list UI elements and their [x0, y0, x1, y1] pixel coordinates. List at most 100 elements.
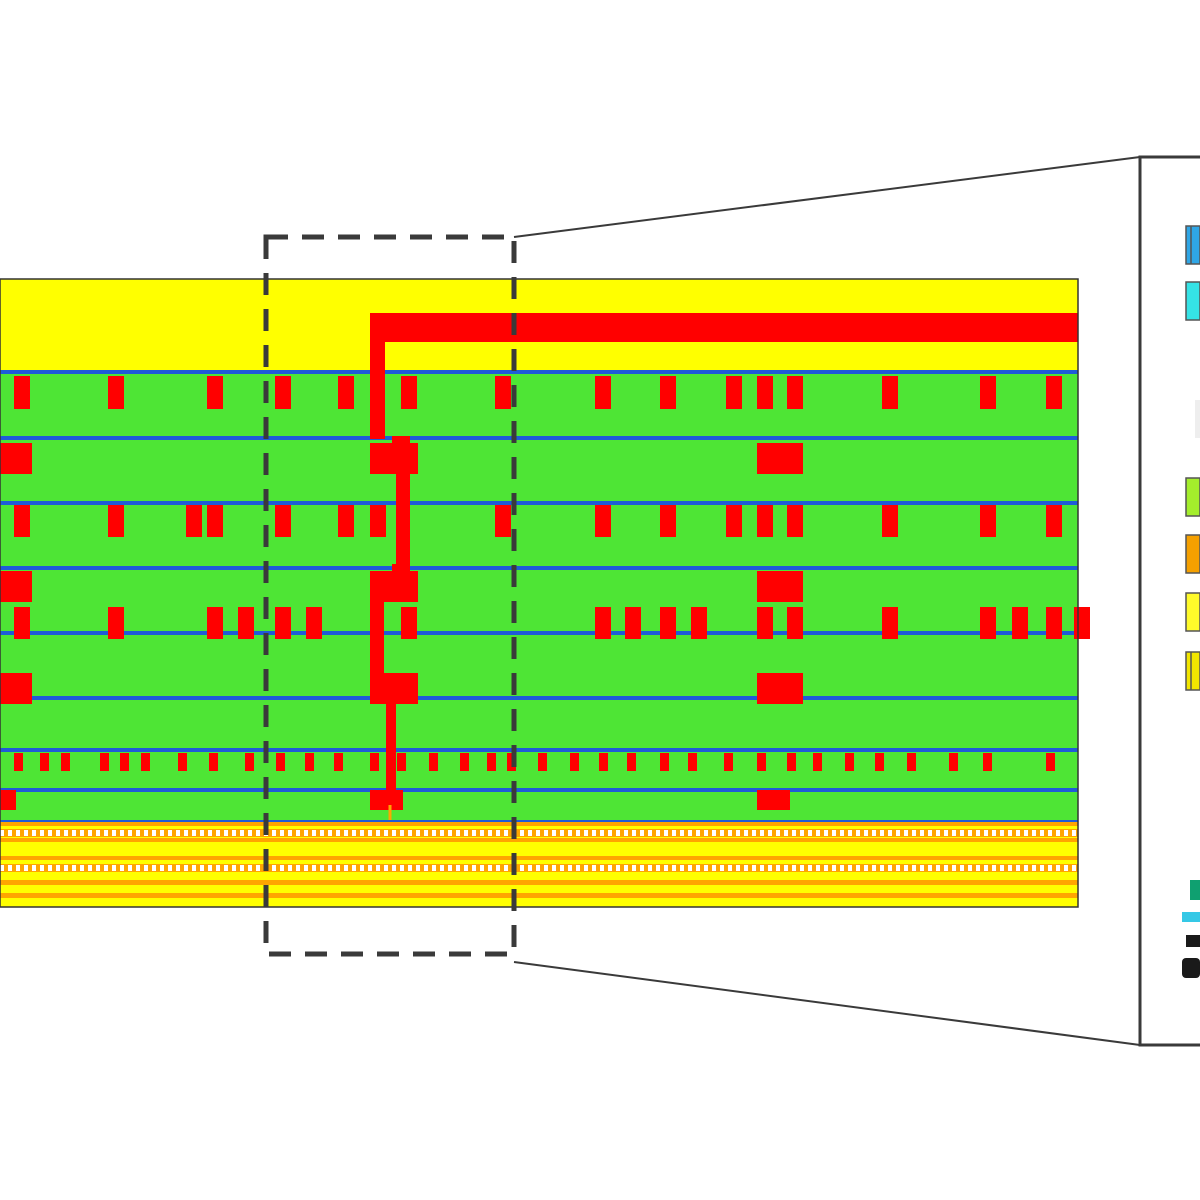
trace-pad — [334, 753, 343, 771]
trace-pad — [207, 376, 223, 409]
trace-pad — [487, 753, 496, 771]
zoom-selection-box — [263, 234, 517, 957]
trace-pad — [14, 753, 23, 771]
trace-pad — [306, 607, 322, 639]
trace-pad — [882, 376, 898, 409]
orange-swatch-icon — [1185, 534, 1200, 574]
trace-pad — [595, 376, 611, 409]
trace-pad — [787, 376, 803, 409]
trace-pad-large — [0, 571, 32, 602]
trace-pad — [1046, 753, 1055, 771]
trace-pad — [757, 505, 773, 537]
layout-border — [0, 278, 1079, 908]
trace-pad — [595, 505, 611, 537]
trace-pad — [813, 753, 822, 771]
trace-pad-large — [0, 790, 16, 810]
trace-pad — [178, 753, 187, 771]
trace-pad — [460, 753, 469, 771]
trace-pad — [338, 505, 354, 537]
trace-pad — [724, 753, 733, 771]
cell-row — [0, 568, 1078, 633]
zoom-ray-top — [513, 156, 1141, 238]
row-separator — [0, 370, 1078, 374]
trace-pad — [1012, 607, 1028, 639]
trace-pad — [845, 753, 854, 771]
trace-pad — [660, 376, 676, 409]
trace-pad — [275, 607, 291, 639]
trace-pad — [595, 607, 611, 639]
trace-pad — [882, 505, 898, 537]
trace-pad — [1046, 376, 1062, 409]
trace-pad — [757, 607, 773, 639]
trace-pad — [599, 753, 608, 771]
trace-pad — [726, 505, 742, 537]
row-separator — [0, 631, 1078, 635]
trace-pad — [276, 753, 285, 771]
trace-pad — [14, 376, 30, 409]
trace-pad — [14, 505, 30, 537]
row-separator — [0, 788, 1078, 792]
cell-row — [0, 633, 1078, 698]
cell-row — [0, 370, 1078, 438]
trace-pad — [907, 753, 916, 771]
cyan-swatch-icon — [1185, 281, 1200, 321]
trace-pad — [401, 376, 417, 409]
zoom-callout — [263, 156, 1141, 1046]
trace-pad — [209, 753, 218, 771]
trace-pad — [338, 376, 354, 409]
trace-pad — [627, 753, 636, 771]
blue-swatch-icon — [1185, 225, 1200, 265]
cell-row — [0, 698, 1078, 750]
trace-pad — [275, 505, 291, 537]
trace-pad — [108, 505, 124, 537]
trace-pad — [40, 753, 49, 771]
trace-pad — [570, 753, 579, 771]
trace-pad — [401, 607, 417, 639]
trace-pad — [429, 753, 438, 771]
bus-stripe — [0, 880, 1078, 885]
trace-pad — [660, 753, 669, 771]
trace-pad — [207, 607, 223, 639]
bus-stripe — [0, 856, 1078, 860]
cyan-swatch-icon — [1182, 912, 1200, 922]
row-separator — [0, 748, 1078, 752]
layout-panel — [0, 278, 1090, 908]
trace-pad-large — [757, 571, 803, 602]
trace-pad-large — [757, 443, 803, 474]
cell-row — [0, 438, 1078, 503]
trace-pad — [787, 753, 796, 771]
trace-pad — [397, 753, 406, 771]
trace-pad-large — [0, 673, 32, 704]
trace-pad — [660, 607, 676, 639]
trace-pad — [61, 753, 70, 771]
cell-rows — [0, 370, 1078, 820]
lime-swatch-icon — [1185, 477, 1200, 517]
trace-pad — [625, 607, 641, 639]
black-swatch-icon — [1186, 935, 1200, 947]
trace-pad-large — [757, 790, 790, 810]
vertical-trace — [370, 571, 384, 681]
trace-pad — [305, 753, 314, 771]
trace-pad — [949, 753, 958, 771]
trace-pad-large — [0, 443, 32, 474]
trace-pad — [14, 607, 30, 639]
white-swatch-icon — [1195, 400, 1200, 438]
trace-pad — [1046, 505, 1062, 537]
vertical-trace — [392, 436, 410, 578]
trace-pad — [875, 753, 884, 771]
trace-pad — [100, 753, 109, 771]
trace-pad — [983, 753, 992, 771]
trace-pad — [495, 505, 511, 537]
zoom-ray-bottom — [513, 961, 1141, 1046]
trace-pad — [245, 753, 254, 771]
trace-pad — [141, 753, 150, 771]
cell-row — [0, 790, 1078, 820]
bus-lines — [0, 820, 1078, 907]
trace-pad — [1046, 607, 1062, 639]
row-separator — [0, 696, 1078, 700]
trace-pad — [688, 753, 697, 771]
trace-pad — [787, 607, 803, 639]
trace-pad — [275, 376, 291, 409]
cell-row — [0, 503, 1078, 568]
